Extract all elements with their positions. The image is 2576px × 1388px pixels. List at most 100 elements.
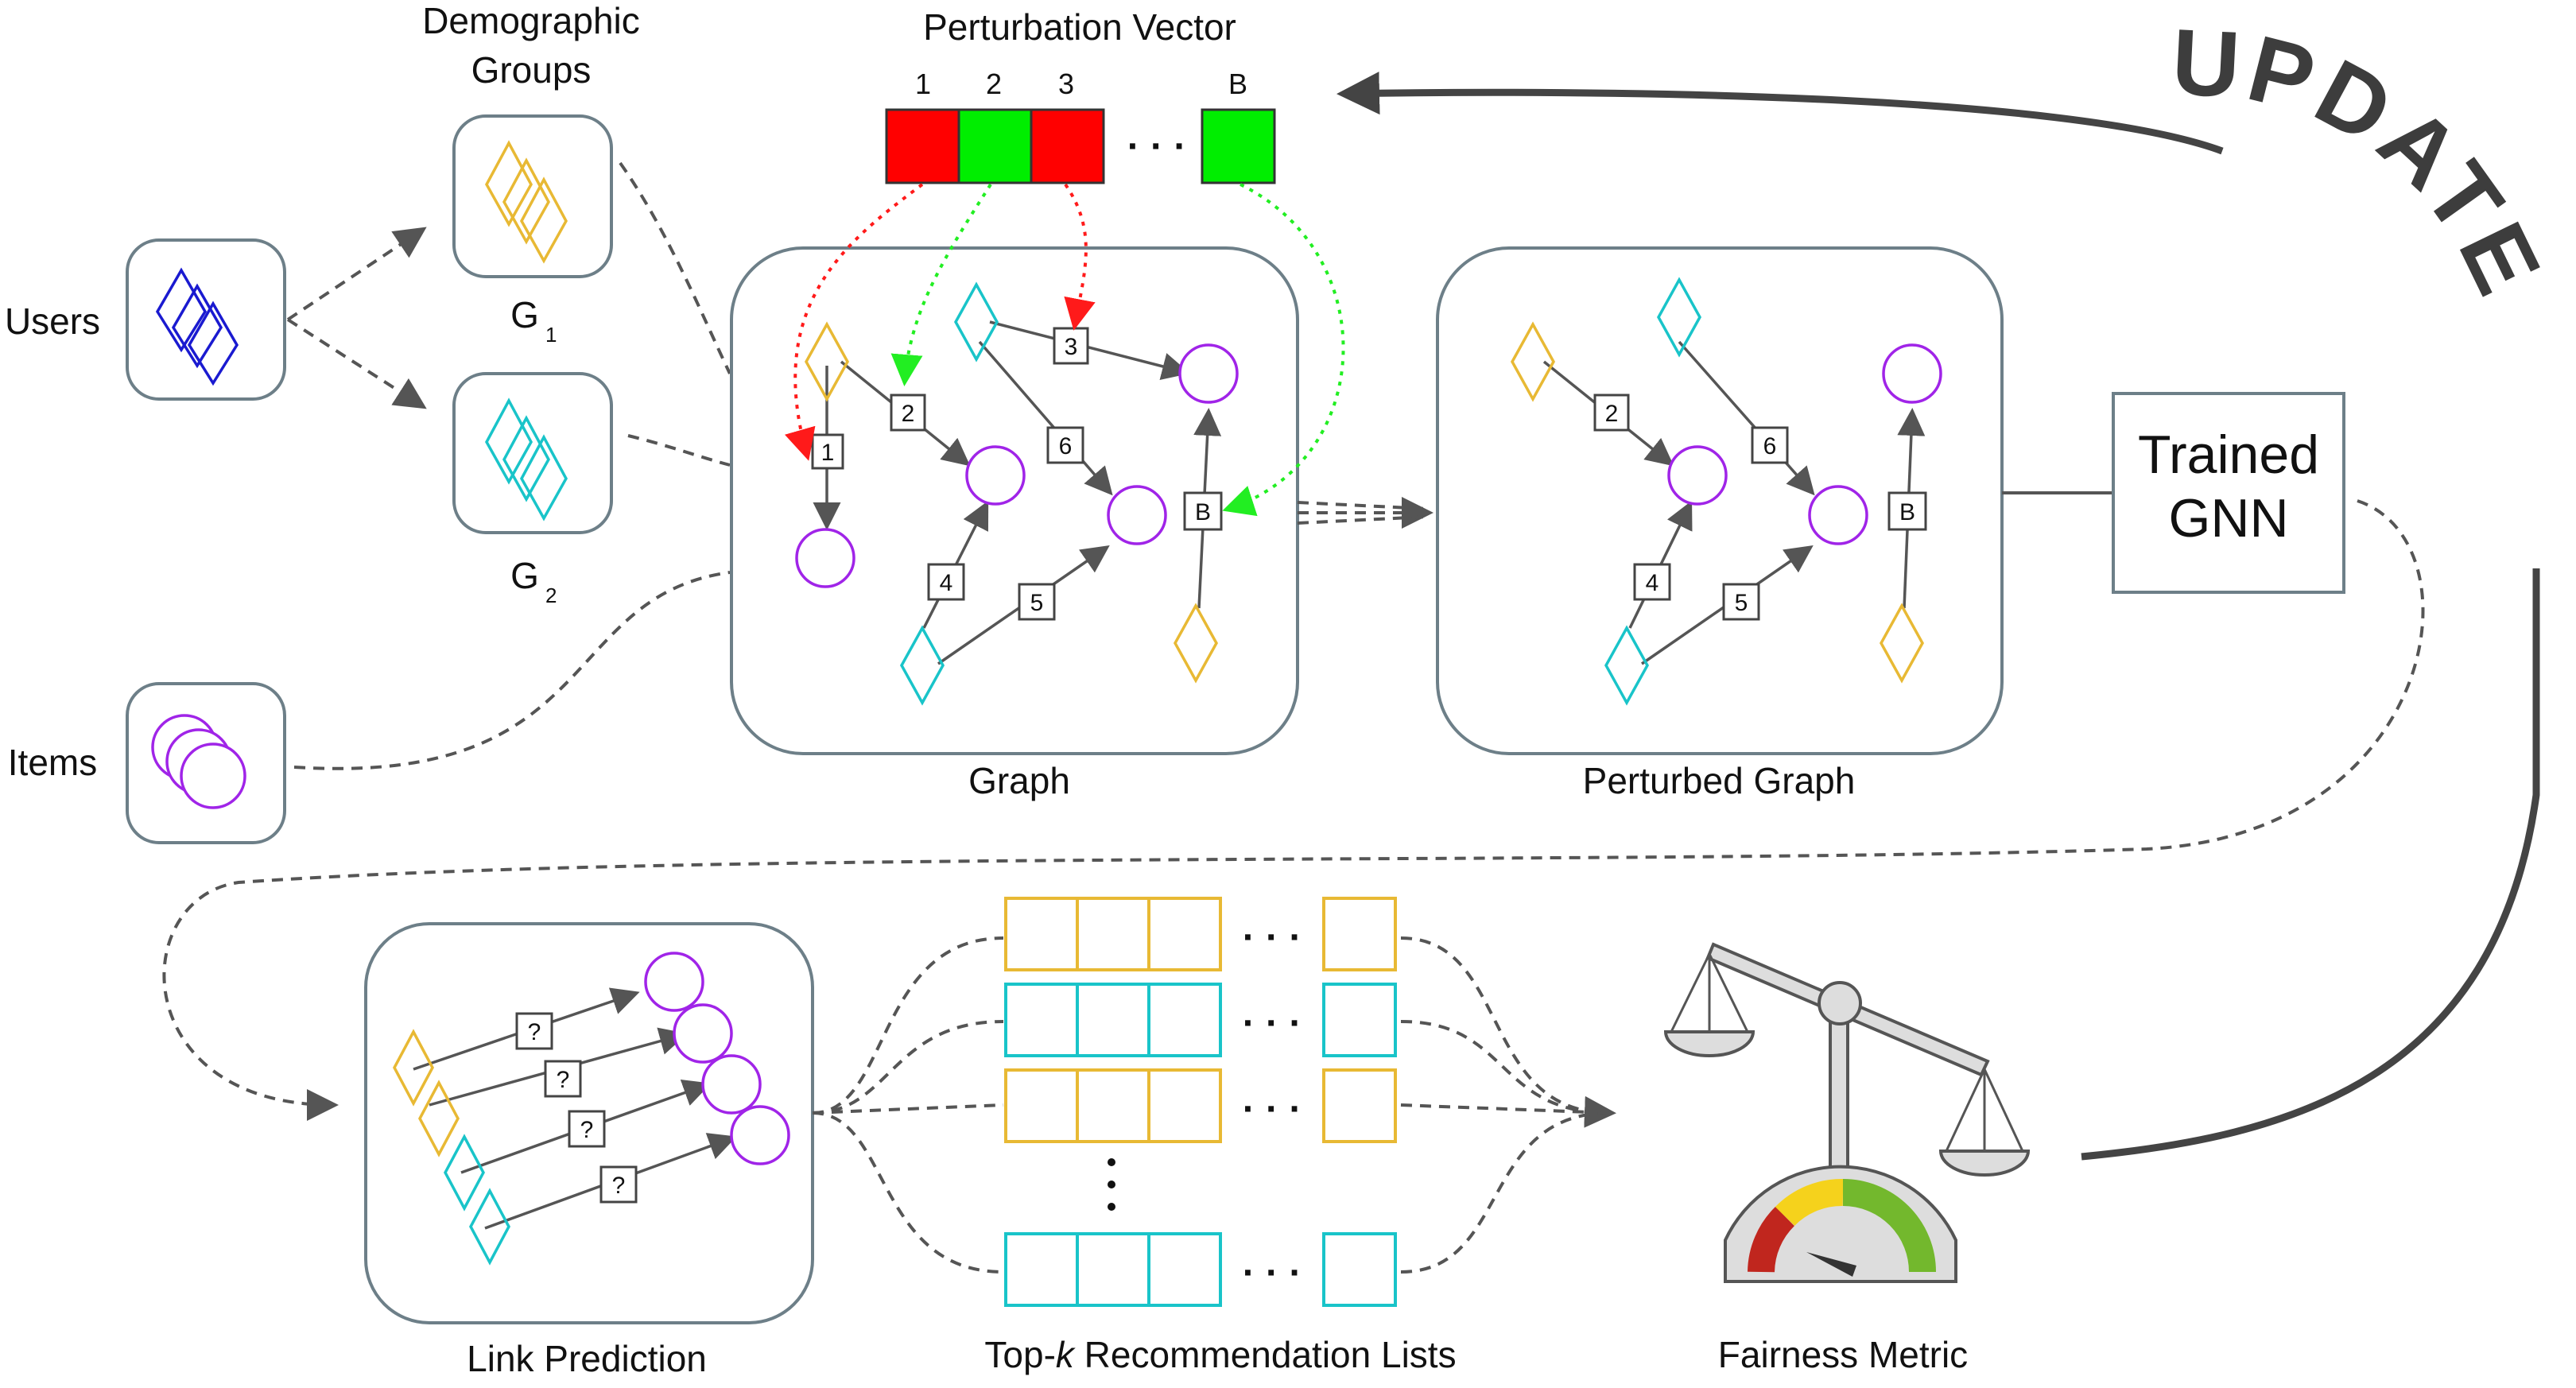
graph-edge-label-5: 5 — [1018, 583, 1056, 621]
perturbed-graph-box-frame — [1436, 246, 2004, 755]
lp-item-node — [730, 1105, 790, 1165]
update-arrow-upper — [1336, 72, 2224, 155]
svg-text:?: ? — [528, 1019, 541, 1045]
svg-text:4: 4 — [1646, 570, 1659, 596]
items-box — [126, 682, 286, 844]
items-to-graph-connector — [293, 571, 731, 770]
lp-user-node — [393, 1029, 434, 1107]
g1-label: G 1 — [510, 294, 557, 347]
group-g1-box — [452, 114, 613, 278]
update-line-lower — [2081, 568, 2540, 1161]
users-to-g2-connector — [286, 318, 427, 409]
g2-letter: G — [510, 555, 539, 596]
svg-text:5: 5 — [1030, 590, 1044, 616]
trained-gnn-box: Trained GNN — [2112, 392, 2345, 594]
perturbed-graph-box: 2 4 5 6 B — [1436, 246, 2004, 755]
graph-user-node — [805, 321, 849, 402]
lp-edge-label-1: ? — [515, 1012, 553, 1050]
perturbation-index-3: 3 — [1058, 68, 1074, 100]
items-label: Items — [8, 742, 97, 783]
graph-edge-label-3: 3 — [1053, 327, 1089, 365]
perturbation-link-2 — [890, 183, 992, 386]
fairness-metric-label: Fairness Metric — [1718, 1334, 1968, 1375]
lp-item-node — [673, 1003, 733, 1064]
perturbed-item-node — [1882, 343, 1942, 404]
g1-box-frame — [452, 114, 613, 278]
graph-edge-label-b: B — [1183, 491, 1223, 531]
svg-text:6: 6 — [1763, 433, 1777, 459]
rec-list-row: · · · — [1004, 1232, 1397, 1307]
svg-text:2: 2 — [1605, 401, 1619, 427]
perturbed-edge-label-2: 2 — [1593, 394, 1630, 432]
topk-suffix: Recommendation Lists — [1074, 1334, 1457, 1375]
perturbation-index-1: 1 — [915, 68, 931, 100]
g2-subscript: 2 — [545, 584, 557, 607]
fairness-metric-icon — [1663, 942, 2031, 1283]
graph-user-node — [1174, 603, 1218, 684]
lp-user-node — [444, 1134, 485, 1212]
svg-text:· · ·: · · · — [1243, 917, 1302, 959]
perturbation-ellipsis: · · · — [1127, 126, 1187, 168]
graph-label: Graph — [968, 760, 1070, 801]
lp-edge-label-3: ? — [568, 1110, 606, 1148]
svg-text:?: ? — [612, 1173, 626, 1199]
graph-box: 1 2 3 4 5 6 B — [730, 246, 1299, 755]
graph-user-node — [954, 281, 999, 363]
topk-k: k — [1056, 1334, 1076, 1375]
trained-gnn-line2: GNN — [2168, 488, 2288, 549]
users-label: Users — [5, 300, 100, 342]
link-prediction-label: Link Prediction — [467, 1338, 707, 1379]
lists-to-fairness-connectors — [1400, 936, 1616, 1274]
rec-list-row: · · · — [1004, 1068, 1397, 1143]
trained-gnn-frame — [2112, 392, 2345, 594]
graph-item-node — [965, 445, 1026, 506]
perturbation-index-b: B — [1228, 68, 1247, 100]
svg-text:B: B — [1195, 499, 1211, 525]
g1-letter: G — [510, 294, 539, 335]
perturbation-vector-title: Perturbation Vector — [923, 6, 1236, 48]
graph-to-perturbed-connector — [1297, 497, 1433, 529]
graph-item-node — [795, 528, 855, 588]
svg-text:1: 1 — [821, 440, 835, 466]
graph-edge-label-1: 1 — [811, 433, 844, 470]
svg-text:?: ? — [580, 1117, 594, 1143]
svg-text:6: 6 — [1059, 433, 1073, 459]
users-box-frame — [126, 238, 286, 401]
graph-edge-label-2: 2 — [890, 394, 926, 432]
g2-to-graph-connector — [627, 434, 731, 467]
perturbed-edge-label-6: 6 — [1751, 426, 1789, 464]
demographic-groups-title-line2: Groups — [471, 49, 592, 91]
svg-text:5: 5 — [1735, 590, 1748, 616]
lp-item-node — [644, 952, 704, 1012]
topk-prefix: Top- — [984, 1334, 1055, 1375]
svg-text:2: 2 — [902, 401, 915, 427]
perturbed-user-node — [1880, 603, 1924, 684]
lp-edge-label-2: ? — [544, 1060, 582, 1098]
users-diamond-stack — [155, 267, 239, 386]
perturbation-link-1 — [784, 183, 924, 461]
graph-user-node — [900, 625, 945, 706]
lp-item-node — [701, 1054, 762, 1115]
svg-text:B: B — [1899, 499, 1915, 525]
perturbation-cell-2 — [957, 108, 1033, 184]
perturbation-link-3 — [1064, 183, 1096, 331]
g1-subscript: 1 — [545, 323, 557, 347]
perturbed-graph-label: Perturbed Graph — [1583, 760, 1856, 801]
rec-list-row: · · · — [1004, 897, 1397, 971]
users-to-g1-connector — [286, 227, 427, 321]
gnn-to-link-prediction-connector — [162, 499, 2425, 1121]
svg-text:· · ·: · · · — [1243, 1088, 1302, 1130]
perturbed-item-node — [1667, 445, 1728, 506]
vertical-ellipsis — [1108, 1158, 1115, 1211]
svg-text:· · ·: · · · — [1243, 1252, 1302, 1294]
gauge-red-segment — [1748, 1206, 1795, 1273]
svg-text:· · ·: · · · — [1243, 1002, 1302, 1045]
gauge-yellow-segment — [1775, 1179, 1844, 1227]
graph-box-frame — [730, 246, 1299, 755]
svg-text:4: 4 — [940, 570, 953, 596]
graph-edge-label-6: 6 — [1046, 426, 1084, 464]
perturbation-cell-1 — [885, 108, 960, 184]
g1-to-graph-connector — [619, 161, 731, 374]
